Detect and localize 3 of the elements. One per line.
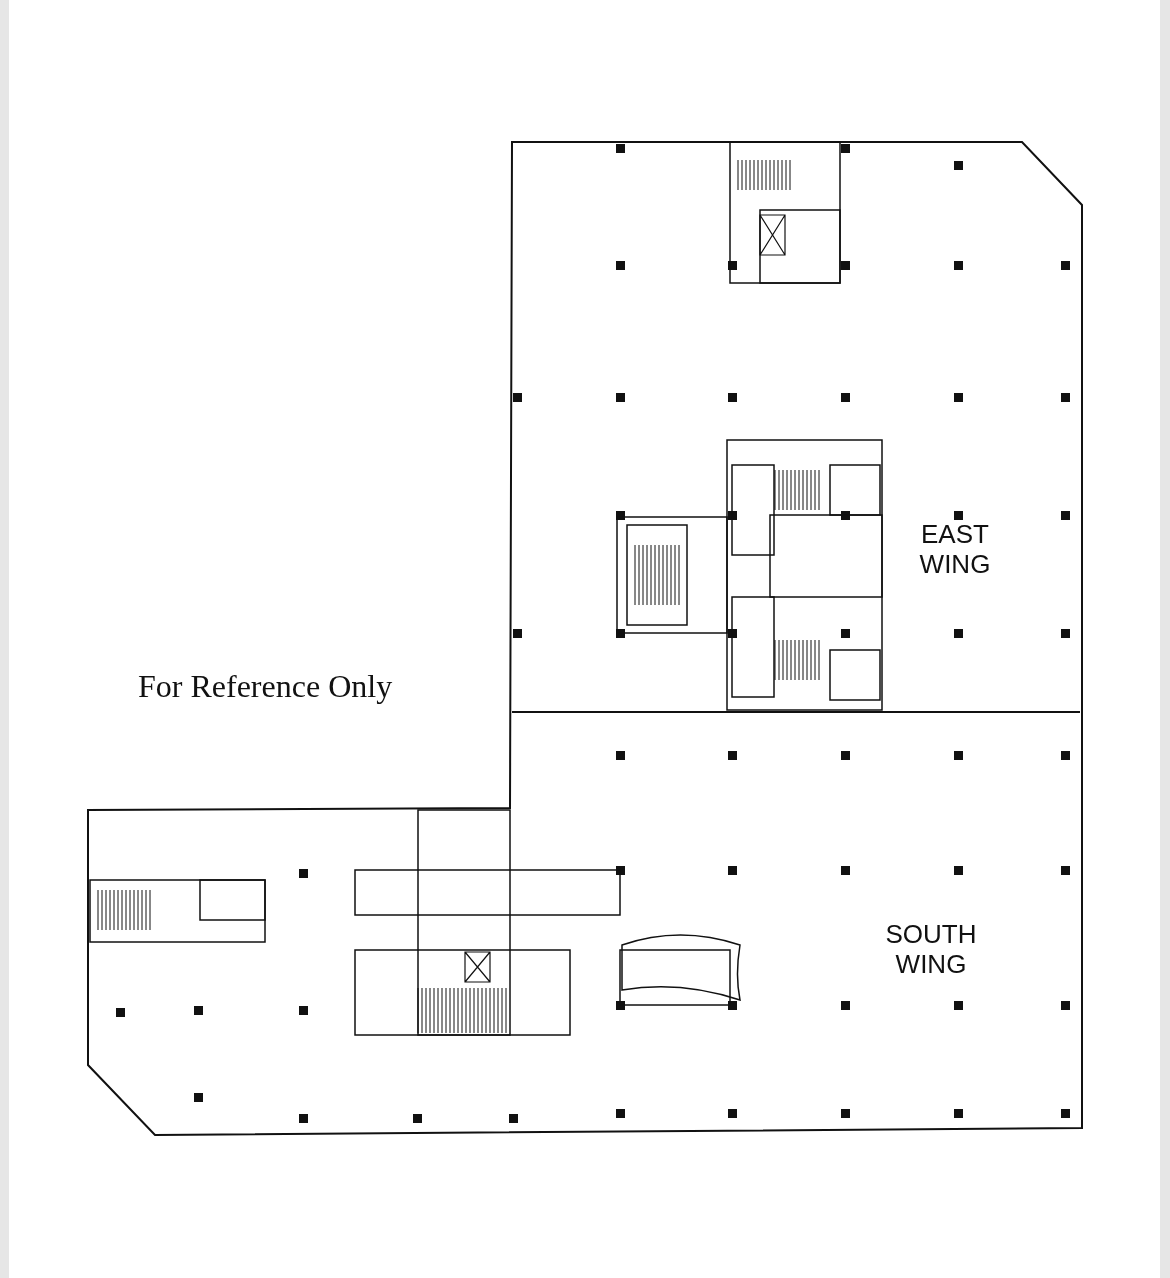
wing-name: SOUTH WING [884,920,978,980]
wing-name: EAST WING [918,520,992,580]
watermark-note: For Reference Only [138,668,393,705]
